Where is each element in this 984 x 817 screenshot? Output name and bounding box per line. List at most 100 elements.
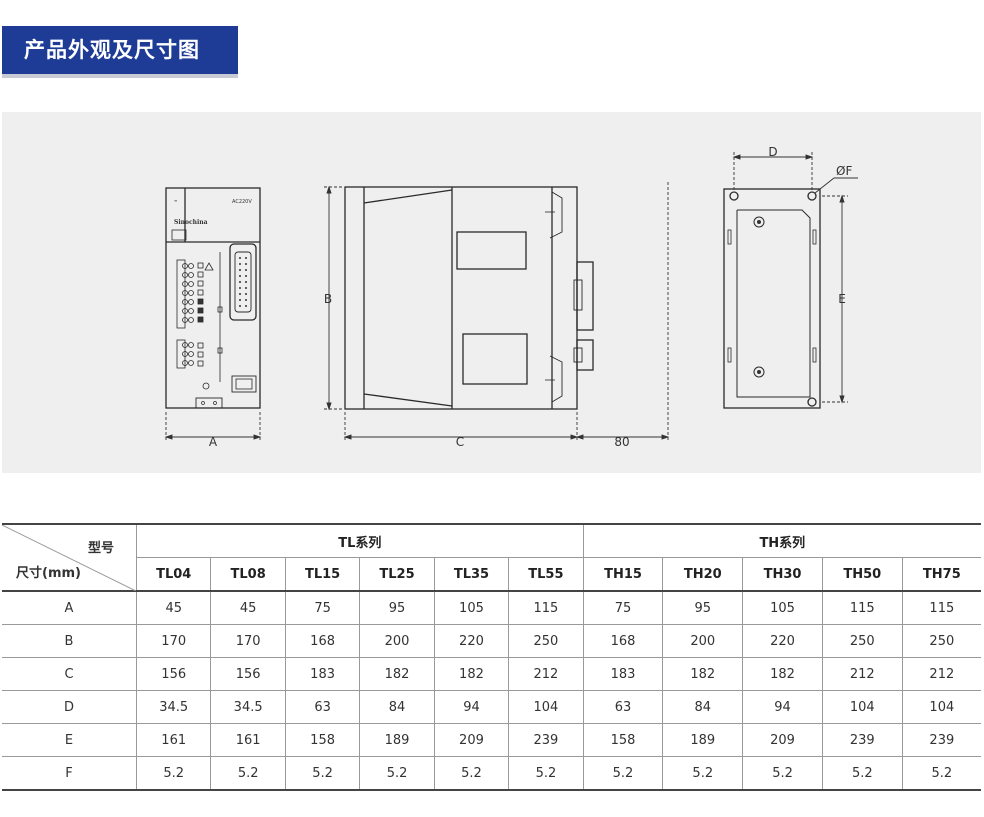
side-view — [344, 186, 594, 410]
model-header: TH15 — [582, 557, 664, 592]
table-cell: 239 — [508, 723, 584, 757]
series-header-tl: TL系列 — [136, 523, 584, 558]
table-cell: 239 — [901, 723, 981, 757]
table-cell: 94 — [433, 690, 510, 724]
table-cell: 45 — [135, 590, 212, 625]
table-cell: 5.2 — [284, 756, 361, 791]
title-underline — [2, 74, 238, 78]
table-cell: 183 — [284, 657, 361, 691]
row-dimension-label: D — [2, 690, 137, 724]
front-voltage-label: AC220V — [232, 199, 252, 205]
table-cell: 156 — [135, 657, 212, 691]
table-cell: 105 — [433, 590, 510, 625]
table-cell: 104 — [901, 690, 981, 724]
table-cell: 158 — [582, 723, 664, 757]
drawing-svg: ≡ AC220V Sinochina — [164, 145, 858, 449]
model-header: TH30 — [742, 557, 823, 592]
row-dimension-label: E — [2, 723, 137, 757]
row-dimension-label: F — [2, 756, 137, 791]
mounting-view — [723, 188, 821, 409]
table-cell: 189 — [359, 723, 435, 757]
table-cell: 5.2 — [582, 756, 664, 791]
dim-label-d: D — [768, 145, 777, 159]
model-header: TL25 — [359, 557, 435, 592]
dim-label-c: C — [456, 435, 464, 449]
dim-label-e: E — [838, 292, 846, 306]
table-cell: 34.5 — [210, 690, 286, 724]
table-cell: 220 — [742, 624, 823, 658]
table-cell: 5.2 — [359, 756, 435, 791]
table-cell: 220 — [433, 624, 510, 658]
table-cell: 170 — [210, 624, 286, 658]
table-cell: 5.2 — [135, 756, 212, 791]
table-cell: 63 — [284, 690, 361, 724]
model-header: TH50 — [821, 557, 903, 592]
table-cell: 250 — [901, 624, 981, 658]
model-header: TH75 — [901, 557, 981, 592]
table-cell: 5.2 — [821, 756, 903, 791]
row-dimension-label: A — [2, 590, 137, 625]
table-cell: 63 — [582, 690, 664, 724]
model-header: TL35 — [433, 557, 510, 592]
front-view: ≡ AC220V Sinochina — [165, 187, 261, 409]
table-cell: 75 — [284, 590, 361, 625]
table-cell: 161 — [135, 723, 212, 757]
table-cell: 84 — [359, 690, 435, 724]
table-cell: 182 — [662, 657, 744, 691]
table-cell: 182 — [359, 657, 435, 691]
model-header: TH20 — [662, 557, 744, 592]
section-title: 产品外观及尺寸图 — [2, 26, 238, 74]
table-cell: 170 — [135, 624, 212, 658]
table-cell: 95 — [359, 590, 435, 625]
table-cell: 212 — [821, 657, 903, 691]
table-cell: 212 — [901, 657, 981, 691]
dim-label-a: A — [209, 435, 218, 449]
corner-model-label: 型号 — [87, 541, 114, 556]
table-corner-cell: 型号 尺寸(mm) — [2, 523, 137, 592]
table-cell: 94 — [742, 690, 823, 724]
row-dimension-label: C — [2, 657, 137, 691]
table-cell: 212 — [508, 657, 584, 691]
model-header: TL04 — [136, 557, 212, 592]
table-cell: 200 — [662, 624, 744, 658]
table-model-row: TL04 TL08 TL15 TL25 TL35 TL55 TH15 TH20 … — [2, 557, 981, 592]
table-cell: 5.2 — [433, 756, 510, 791]
dim-label-clearance: 80 — [614, 435, 629, 449]
table-cell: 168 — [582, 624, 664, 658]
table-cell: 104 — [821, 690, 903, 724]
table-cell: 239 — [821, 723, 903, 757]
table-cell: 209 — [433, 723, 510, 757]
table-cell: 250 — [821, 624, 903, 658]
table-cell: 158 — [284, 723, 361, 757]
table-cell: 5.2 — [901, 756, 981, 791]
model-header: TL55 — [508, 557, 584, 592]
table-cell: 5.2 — [508, 756, 584, 791]
table-cell: 200 — [359, 624, 435, 658]
svg-text:≡: ≡ — [174, 198, 177, 203]
dim-label-b: B — [324, 292, 332, 306]
table-cell: 250 — [508, 624, 584, 658]
table-cell: 45 — [210, 590, 286, 625]
table-cell: 5.2 — [742, 756, 823, 791]
corner-diagonal — [2, 525, 136, 591]
table-cell: 5.2 — [662, 756, 744, 791]
table-cell: 105 — [742, 590, 823, 625]
table-cell: 182 — [742, 657, 823, 691]
table-cell: 5.2 — [210, 756, 286, 791]
dimension-drawing: ≡ AC220V Sinochina — [2, 112, 981, 473]
table-cell: 34.5 — [135, 690, 212, 724]
table-cell: 161 — [210, 723, 286, 757]
table-cell: 168 — [284, 624, 361, 658]
table-cell: 115 — [901, 590, 981, 625]
svg-text:Sinochina: Sinochina — [174, 219, 208, 226]
table-cell: 84 — [662, 690, 744, 724]
table-cell: 189 — [662, 723, 744, 757]
table-series-row: 型号 尺寸(mm) TL系列 TH系列 — [2, 523, 981, 592]
model-header: TL08 — [210, 557, 286, 592]
